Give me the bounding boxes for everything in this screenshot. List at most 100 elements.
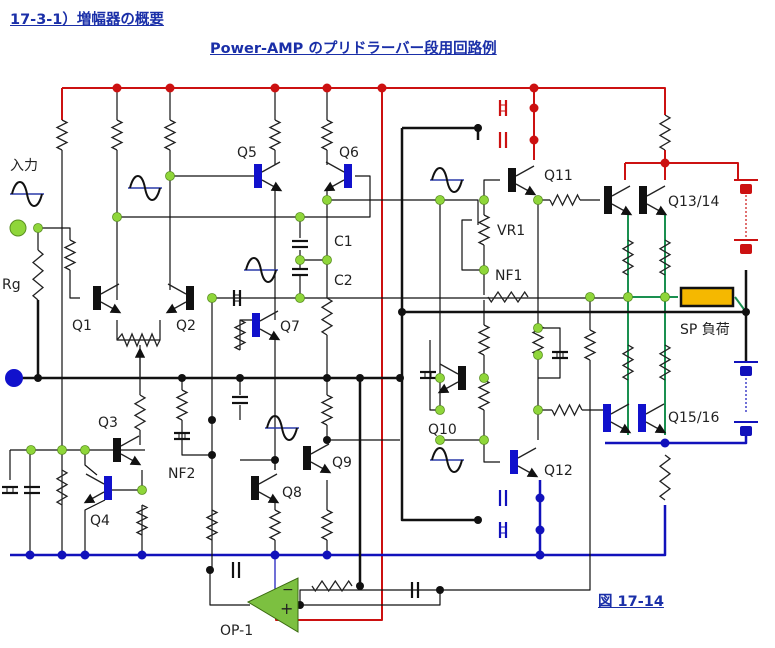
node-dot	[479, 195, 489, 205]
node-dot	[295, 212, 305, 222]
transistor-q10	[437, 363, 466, 394]
node-dot-junction	[323, 436, 331, 444]
sine-wave-icon	[265, 415, 299, 441]
section-title: 17-3-1）増幅器の概要	[10, 12, 164, 28]
c2-label: C2	[334, 273, 353, 289]
capacitor	[24, 485, 40, 495]
node-dot-positive	[112, 83, 122, 93]
node-dot	[435, 435, 445, 445]
balance-potentiometer	[116, 332, 161, 348]
node-dot-positive	[270, 83, 280, 93]
node-dot	[112, 212, 122, 222]
input-terminal[interactable]	[9, 219, 27, 237]
resistor	[268, 509, 282, 541]
opamp-label: OP-1	[220, 623, 253, 639]
node-dot-junction	[208, 451, 216, 459]
transistor-q3	[113, 435, 142, 466]
node-dot-negative	[25, 550, 35, 560]
capacitor	[498, 132, 508, 148]
node-dot	[479, 373, 489, 383]
node-dot-positive	[529, 103, 539, 113]
node-dot	[533, 350, 543, 360]
resistor	[477, 379, 491, 411]
node-dot-junction	[206, 566, 214, 574]
node-dot-junction	[271, 456, 279, 464]
transistor-q13	[604, 185, 633, 216]
node-dot	[295, 255, 305, 265]
capacitor	[292, 267, 308, 277]
resistor	[549, 193, 581, 207]
opamp-plus: +	[280, 599, 293, 618]
waveform-icons	[10, 167, 464, 473]
sp-load-label: SP 負荷	[680, 322, 730, 338]
node-dot-negative	[57, 550, 67, 560]
resistor	[487, 290, 529, 304]
resistor	[621, 239, 635, 276]
resistor	[135, 504, 149, 536]
transistor-q14	[639, 185, 668, 216]
resistor	[233, 319, 247, 351]
node-dot-positive	[377, 83, 387, 93]
node-dot-positive	[322, 83, 332, 93]
node-dot	[479, 435, 489, 445]
transistor-q9	[303, 443, 332, 474]
speaker-load	[679, 286, 735, 308]
node-dot-negative	[660, 438, 670, 448]
node-dot-junction	[356, 374, 364, 382]
node-dot	[533, 405, 543, 415]
resistor	[133, 394, 147, 431]
node-dot-junction	[474, 516, 482, 524]
node-dot-positive	[165, 83, 175, 93]
node-dot-negative	[535, 550, 545, 560]
wires	[9, 87, 748, 621]
electrolytic-capacitor	[2, 485, 18, 495]
resistor	[163, 119, 177, 151]
transistor-q15	[603, 403, 632, 434]
sine-wave-icon	[430, 447, 464, 473]
transistors	[83, 161, 668, 504]
node-dot-negative	[137, 550, 147, 560]
electrolytic-capacitor	[498, 100, 508, 116]
q8-label: Q8	[282, 485, 302, 501]
resistor	[320, 119, 334, 151]
capacitor	[498, 490, 508, 506]
transistor-q1	[93, 283, 122, 314]
node-dot	[295, 293, 305, 303]
resistor	[63, 239, 77, 271]
node-dot-negative	[535, 493, 545, 503]
node-dot	[585, 292, 595, 302]
resistor	[320, 394, 334, 426]
electrolytic-capacitor	[174, 431, 190, 441]
node-dot	[80, 445, 90, 455]
transistor-q16	[638, 403, 667, 434]
sine-wave-icon	[10, 181, 44, 207]
resistor	[477, 324, 491, 356]
q3-label: Q3	[98, 415, 118, 431]
node-dot	[322, 255, 332, 265]
node-dot-junction	[323, 374, 331, 382]
node-dot-junction	[208, 416, 216, 424]
electrolytic-capacitor	[552, 350, 568, 360]
node-dot	[533, 323, 543, 333]
node-dot	[26, 445, 36, 455]
capacitor	[232, 395, 248, 405]
q4-label: Q4	[90, 513, 110, 529]
transistor-q2	[165, 283, 194, 314]
sine-wave-icon	[430, 167, 464, 193]
electrolytic-capacitor	[420, 370, 436, 380]
node-dot	[57, 445, 67, 455]
capacitors	[2, 100, 568, 598]
capacitor	[410, 582, 420, 598]
transistor-q5	[254, 161, 283, 192]
ground-terminal[interactable]	[5, 369, 23, 387]
node-dot	[533, 195, 543, 205]
node-dot-negative	[80, 550, 90, 560]
node-dot-junction	[396, 374, 404, 382]
nodes	[25, 83, 750, 609]
resistor	[621, 344, 635, 381]
resistor	[658, 454, 672, 501]
positive-rail	[61, 87, 739, 621]
node-dot	[33, 223, 43, 233]
resistor	[658, 114, 672, 151]
node-dot-negative	[322, 550, 332, 560]
